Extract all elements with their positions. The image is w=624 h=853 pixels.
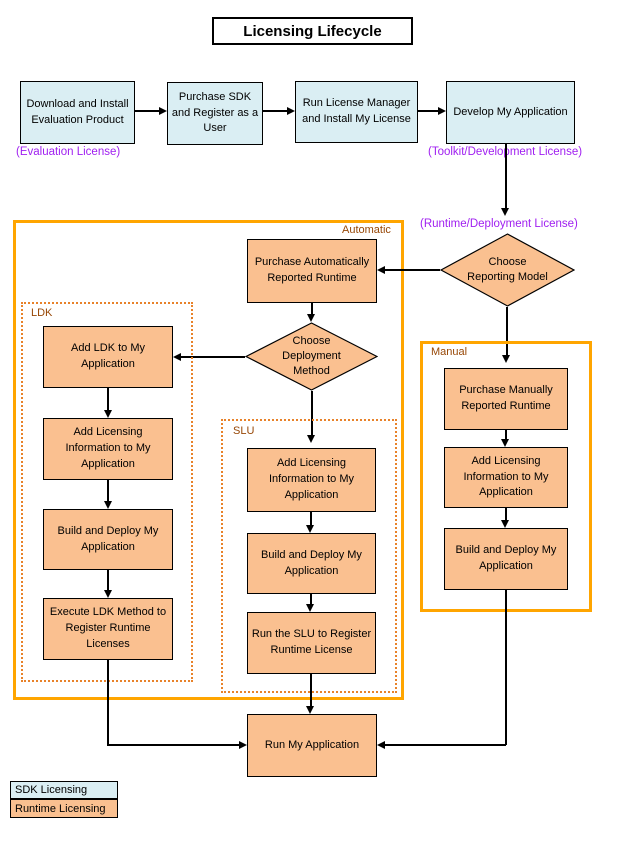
decision-choose-reporting-model: Choose Reporting Model <box>440 233 575 307</box>
connector-slu-2 <box>310 594 312 604</box>
legend-runtime-licensing: Runtime Licensing <box>10 799 118 818</box>
diamond-shape <box>245 322 378 391</box>
connector-deployment-to-ldk <box>181 356 245 358</box>
arrowhead-manual-to-run <box>377 741 385 749</box>
connector-manual-to-run-h <box>385 744 506 746</box>
connector-slu-to-run <box>310 674 312 706</box>
group-automatic <box>13 220 404 700</box>
connector-manual-1 <box>505 430 507 439</box>
arrowhead-ldk-1 <box>104 410 112 418</box>
group-slu <box>221 419 397 693</box>
node-ldk-add-ldk: Add LDK to My Application <box>43 326 173 388</box>
node-ldk-build-deploy: Build and Deploy My Application <box>43 509 173 570</box>
arrowhead-auto-to-deployment <box>307 314 315 322</box>
connector-ldk-3 <box>107 570 109 590</box>
node-run-my-application: Run My Application <box>247 714 377 777</box>
connector-manual-to-run-v <box>505 590 507 745</box>
arrowhead-top-1 <box>159 107 167 115</box>
arrow-shaft-top-3 <box>418 110 438 112</box>
node-ldk-execute-method: Execute LDK Method to Register Runtime L… <box>43 598 173 660</box>
arrowhead-ldk-to-run <box>239 741 247 749</box>
arrowhead-ldk-3 <box>104 590 112 598</box>
connector-reporting-to-auto <box>383 269 440 271</box>
node-develop-my-application: Develop My Application <box>446 81 575 144</box>
node-slu-run-slu: Run the SLU to Register Runtime License <box>247 612 376 674</box>
note-evaluation-license: (Evaluation License) <box>16 146 121 158</box>
node-manual-add-licensing-info: Add Licensing Information to My Applicat… <box>444 447 568 508</box>
node-purchase-sdk: Purchase SDK and Register as a User <box>167 82 263 145</box>
arrowhead-manual-2 <box>501 520 509 528</box>
node-slu-build-deploy: Build and Deploy My Application <box>247 533 376 594</box>
diamond-shape <box>440 233 575 307</box>
connector-reporting-to-manual <box>506 307 508 355</box>
arrowhead-deployment-to-ldk <box>173 353 181 361</box>
connector-ldk-2 <box>107 480 109 501</box>
node-run-license-manager: Run License Manager and Install My Licen… <box>295 81 418 143</box>
arrowhead-slu-2 <box>306 604 314 612</box>
node-manual-build-deploy: Build and Deploy My Application <box>444 528 568 590</box>
arrow-shaft-top-2 <box>263 110 287 112</box>
decision-choose-deployment-method: Choose Deployment Method <box>245 322 378 391</box>
arrowhead-deployment-to-slu <box>307 435 315 443</box>
arrowhead-develop-down <box>501 208 509 216</box>
arrow-shaft-develop-down <box>505 144 507 208</box>
node-slu-add-licensing-info: Add Licensing Information to My Applicat… <box>247 448 376 512</box>
arrowhead-manual-1 <box>501 439 509 447</box>
group-slu-label: SLU <box>233 425 255 437</box>
connector-deployment-to-slu <box>311 391 313 435</box>
arrowhead-ldk-2 <box>104 501 112 509</box>
arrowhead-top-2 <box>287 107 295 115</box>
node-ldk-add-licensing-info: Add Licensing Information to My Applicat… <box>43 418 173 480</box>
node-manual-purchase-runtime: Purchase Manually Reported Runtime <box>444 368 568 430</box>
arrowhead-top-3 <box>438 107 446 115</box>
legend-sdk-licensing: SDK Licensing <box>10 781 118 799</box>
arrow-shaft-top-1 <box>135 110 159 112</box>
diagram-title: Licensing Lifecycle <box>212 17 413 45</box>
group-automatic-label: Automatic <box>342 224 391 236</box>
connector-ldk-to-run-v <box>107 660 109 745</box>
connector-slu-1 <box>310 512 312 525</box>
connector-auto-to-deployment <box>311 303 313 314</box>
arrowhead-reporting-to-manual <box>502 355 510 363</box>
node-purchase-auto-runtime: Purchase Automatically Reported Runtime <box>247 239 377 303</box>
connector-ldk-to-run-h <box>107 744 239 746</box>
arrowhead-slu-1 <box>306 525 314 533</box>
arrowhead-reporting-to-auto <box>377 266 385 274</box>
group-manual-label: Manual <box>431 346 468 358</box>
connector-ldk-1 <box>107 388 109 410</box>
node-download-install-eval: Download and Install Evaluation Product <box>20 81 135 144</box>
arrowhead-slu-to-run <box>306 706 314 714</box>
note-runtime-deployment-license: (Runtime/Deployment License) <box>420 218 578 230</box>
group-ldk-label: LDK <box>31 307 53 319</box>
decision-reporting-text: Choose Reporting Model <box>467 256 548 283</box>
decision-deployment-text: Choose Deployment Method <box>282 335 341 377</box>
connector-manual-2 <box>505 508 507 520</box>
